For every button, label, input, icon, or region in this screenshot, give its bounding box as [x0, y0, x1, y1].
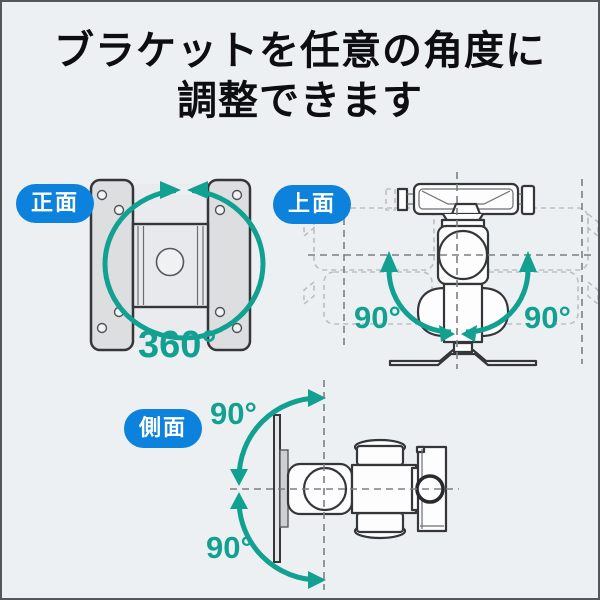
bracket-center-web [131, 222, 210, 309]
arrowhead-right-icon [308, 571, 326, 589]
top-view-diagram [303, 172, 598, 369]
top-angle-left-label: 90° [354, 300, 401, 335]
side-view-badge: 側面 [124, 409, 203, 448]
center-pivot-hole [155, 247, 185, 277]
tilt-arc-lower [230, 492, 326, 589]
side-angle-upper-label: 90° [210, 396, 257, 431]
front-view-badge: 正面 [16, 184, 95, 223]
rotation-circle-arrow [102, 181, 266, 341]
arrowhead-down-icon [230, 469, 248, 486]
arm-end-plate [415, 445, 448, 533]
arrowhead-up-icon [230, 492, 248, 509]
title-line-2: 調整できます [177, 79, 423, 124]
arrowhead-up-icon [380, 251, 398, 272]
ball-joint [437, 229, 489, 281]
arrowhead-left-icon [187, 181, 208, 199]
arrowhead-right-icon [308, 389, 326, 407]
wall-mount-plate-top [388, 341, 538, 367]
front-rotation-angle-label: 360° [138, 324, 217, 366]
swing-arc-right [461, 251, 537, 342]
top-view-badge: 上面 [273, 185, 352, 224]
side-view-diagram [230, 380, 459, 590]
vesa-plate-left [89, 178, 135, 352]
arrowhead-left-icon [461, 325, 477, 342]
title-line-1: ブラケットを任意の角度に [54, 29, 546, 73]
arrowhead-right-icon [439, 325, 455, 342]
arrowhead-right-icon [160, 181, 181, 199]
monitor-bracket-top [396, 182, 536, 216]
tilt-arc-upper [230, 389, 326, 486]
swing-arc-left [380, 251, 455, 342]
side-angle-lower-label: 90° [206, 530, 253, 565]
top-angle-right-label: 90° [524, 300, 571, 335]
arrowhead-up-icon [519, 251, 537, 272]
front-view-diagram [89, 178, 266, 352]
page-title: ブラケットを任意の角度に 調整できます [2, 26, 598, 127]
screw-holes [96, 189, 243, 334]
